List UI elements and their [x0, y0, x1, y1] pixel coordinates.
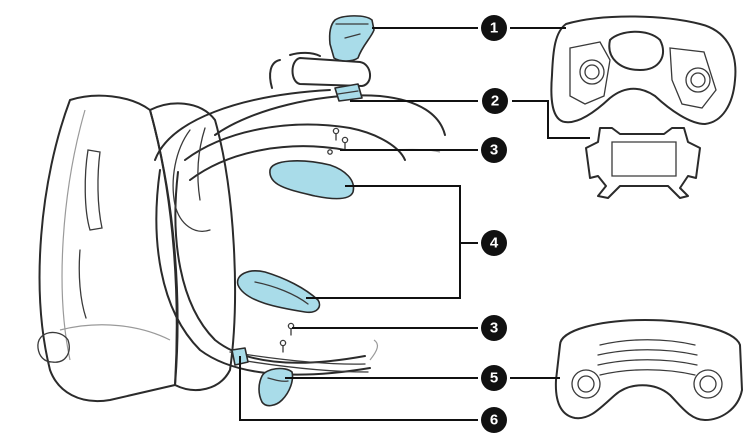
leader-6 [239, 356, 478, 421]
callout-3-top: 3 [481, 137, 507, 163]
leader-lines [239, 27, 590, 421]
svg-text:3: 3 [490, 320, 498, 337]
leader-2-right [512, 100, 590, 139]
svg-text:6: 6 [490, 412, 498, 429]
svg-text:2: 2 [491, 93, 499, 110]
callout-6: 6 [481, 407, 507, 433]
screw-top [327, 127, 349, 155]
callout-4: 4 [481, 230, 507, 256]
headset-body [37, 94, 236, 403]
face-cushion-detail-5 [554, 319, 743, 421]
screw-bottom [279, 322, 295, 353]
callout-1: 1 [481, 15, 507, 41]
callout-5: 5 [481, 365, 507, 391]
part-1-top-clip [328, 15, 375, 62]
part-4-lower-pad [236, 270, 321, 314]
svg-text:1: 1 [490, 20, 498, 37]
part-5-lower-clip [258, 367, 294, 407]
part-2-bracket [334, 83, 363, 102]
callout-2: 2 [482, 88, 508, 114]
part-4-upper-pad [269, 160, 355, 200]
face-cushion-detail-1 [550, 15, 737, 125]
svg-text:3: 3 [490, 142, 498, 159]
bracket-detail-2 [585, 127, 701, 199]
callout-3-bottom: 3 [481, 315, 507, 341]
svg-text:5: 5 [490, 370, 498, 387]
svg-text:4: 4 [490, 235, 499, 252]
leader-4-bracket [306, 185, 461, 299]
